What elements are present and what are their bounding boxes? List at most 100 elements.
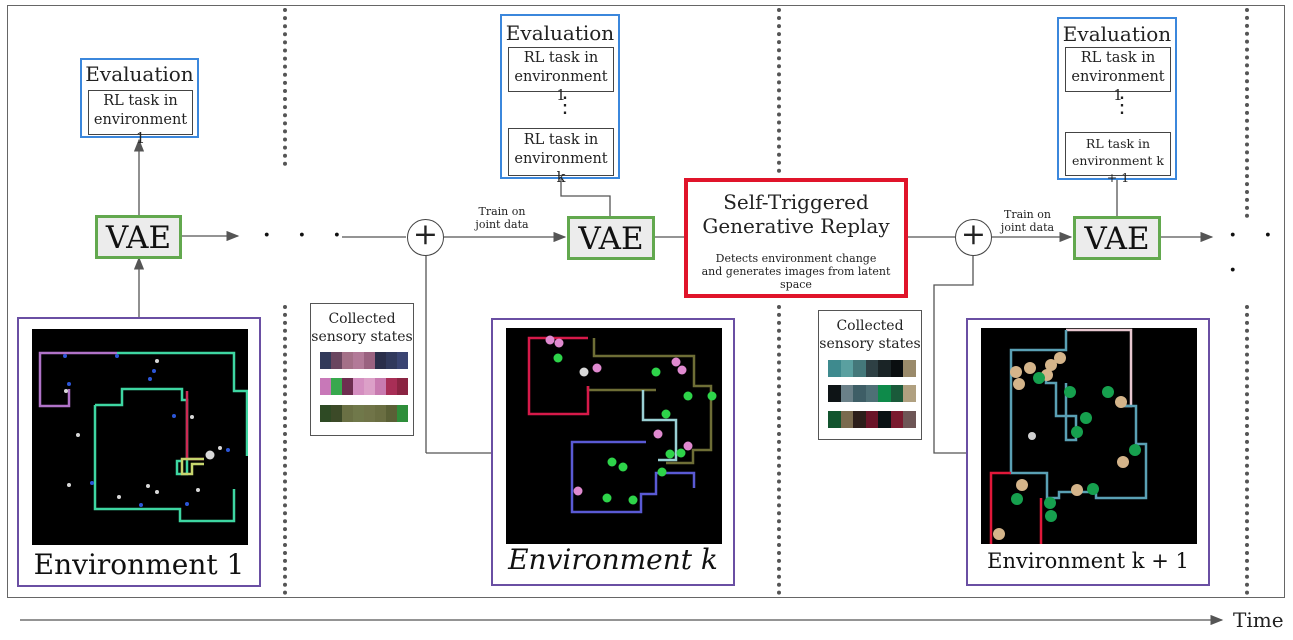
- rl-task-line2: environment k: [514, 151, 608, 186]
- sensory-title-line2: sensory states: [819, 336, 921, 352]
- train-label-line2: joint data: [1000, 221, 1055, 234]
- diagram-frame: [7, 5, 1285, 598]
- sensory-segment: [320, 352, 331, 369]
- sensory-segment: [840, 411, 854, 428]
- separator-1-upper: [283, 8, 287, 166]
- sensory-segment: [375, 352, 386, 369]
- environment-1-panel: Environment 1: [17, 317, 261, 587]
- sensory-segment: [853, 360, 866, 377]
- sensory-segment: [890, 385, 904, 402]
- replay-title-line1: Self-Triggered: [723, 190, 869, 214]
- sensory-segment: [890, 360, 904, 377]
- sensory-segment: [331, 405, 342, 422]
- sensory-title-line2: sensory states: [311, 329, 413, 345]
- sensory-segment: [331, 378, 342, 395]
- train-label-line1: Train on: [1004, 208, 1051, 221]
- collected-sensory-states-2: Collected sensory states: [818, 310, 922, 440]
- sensory-segment: [397, 378, 408, 395]
- ellipsis-1: · · ·: [262, 218, 350, 253]
- sensory-segment: [903, 360, 917, 377]
- rl-task-line1: RL task in: [1085, 136, 1151, 151]
- vertical-dots: ⋮: [554, 93, 576, 118]
- sensory-strip: [828, 411, 917, 428]
- rl-task-line1: RL task in: [523, 50, 599, 66]
- environment-k1-label: Environment k + 1: [987, 549, 1189, 573]
- sensory-segment: [353, 405, 364, 422]
- plus-node-1: +: [407, 219, 444, 256]
- separator-2-lower: [777, 305, 781, 595]
- sensory-segment: [853, 411, 866, 428]
- ellipsis-2: · · ·: [1228, 218, 1281, 288]
- vae-block-k: VAE: [567, 216, 655, 260]
- environment-1-label: Environment 1: [33, 548, 245, 581]
- plus-node-2: +: [955, 219, 992, 256]
- vertical-dots: ⋮: [1111, 93, 1133, 118]
- vae-block-k1: VAE: [1073, 216, 1161, 260]
- rl-task-env1: RL task in environment 1: [88, 90, 193, 147]
- sensory-segment: [878, 411, 891, 428]
- evaluation-title: Evaluation: [1062, 22, 1172, 46]
- sensory-segment: [353, 352, 364, 369]
- sensory-segment: [878, 385, 891, 402]
- sensory-segment: [828, 360, 841, 377]
- evaluation-title: Evaluation: [85, 62, 194, 86]
- sensory-segment: [828, 385, 841, 402]
- vae-block-1: VAE: [95, 215, 182, 259]
- replay-desc-line2: and generates images from latent space: [701, 265, 891, 291]
- replay-title-line2: Generative Replay: [702, 214, 890, 238]
- rl-task-line2: environment 1: [93, 112, 188, 147]
- sensory-segment: [331, 352, 342, 369]
- train-on-joint-data-2: Train on joint data: [985, 208, 1070, 234]
- rl-task-env1: RL task in environment 1: [508, 47, 614, 104]
- separator-3-lower: [1245, 305, 1249, 595]
- sensory-segment: [878, 360, 891, 377]
- sensory-segment: [364, 405, 375, 422]
- separator-2-upper: [777, 8, 781, 173]
- sensory-segment: [364, 352, 375, 369]
- collected-sensory-states-1: Collected sensory states: [310, 303, 414, 436]
- environment-1-map: [32, 329, 248, 545]
- environment-k-map: [506, 328, 722, 544]
- sensory-strip: [320, 405, 408, 422]
- sensory-strip: [320, 352, 408, 369]
- sensory-segment: [828, 411, 841, 428]
- evaluation-box-envk1: Evaluation RL task in environment 1 ⋮ RL…: [1057, 17, 1177, 185]
- time-label: Time: [1233, 608, 1284, 632]
- sensory-segment: [865, 385, 879, 402]
- rl-task-line1: RL task in: [523, 132, 599, 148]
- rl-task-line2: environment 1: [514, 69, 608, 104]
- replay-desc-line1: Detects environment change: [715, 252, 877, 265]
- rl-task-env1: RL task in environment 1: [1065, 47, 1171, 104]
- sensory-segment: [853, 385, 866, 402]
- train-label-line1: Train on: [478, 205, 526, 218]
- sensory-strip: [828, 360, 917, 377]
- separator-3-upper: [1245, 8, 1249, 218]
- sensory-segment: [865, 360, 879, 377]
- sensory-segment: [840, 360, 854, 377]
- sensory-segment: [353, 378, 364, 395]
- sensory-segment: [903, 385, 917, 402]
- sensory-title-line1: Collected: [836, 318, 904, 334]
- environment-k1-map: [981, 328, 1197, 544]
- line-envk1-up: [933, 256, 974, 454]
- sensory-segment: [903, 411, 917, 428]
- train-on-joint-data-1: Train on joint data: [452, 205, 552, 231]
- evaluation-box-env1: Evaluation RL task in environment 1: [80, 58, 199, 147]
- environment-k1-panel: Environment k + 1: [966, 318, 1210, 586]
- sensory-segment: [342, 405, 353, 422]
- sensory-segment: [386, 405, 397, 422]
- rl-task-line1: RL task in: [1080, 50, 1156, 66]
- rl-task-envk1: RL task in environment k + 1: [1065, 132, 1171, 185]
- rl-task-line2: environment 1: [1071, 69, 1165, 104]
- evaluation-box-envk: Evaluation RL task in environment 1 ⋮ RL…: [500, 14, 620, 186]
- sensory-segment: [342, 352, 353, 369]
- sensory-segment: [320, 378, 331, 395]
- sensory-segment: [890, 411, 904, 428]
- sensory-title-line1: Collected: [328, 311, 396, 327]
- sensory-segment: [865, 411, 879, 428]
- self-triggered-generative-replay: Self-Triggered Generative Replay Detects…: [684, 178, 908, 298]
- sensory-segment: [375, 405, 386, 422]
- environment-k-label: Environment k: [508, 543, 718, 576]
- sensory-segment: [342, 378, 353, 395]
